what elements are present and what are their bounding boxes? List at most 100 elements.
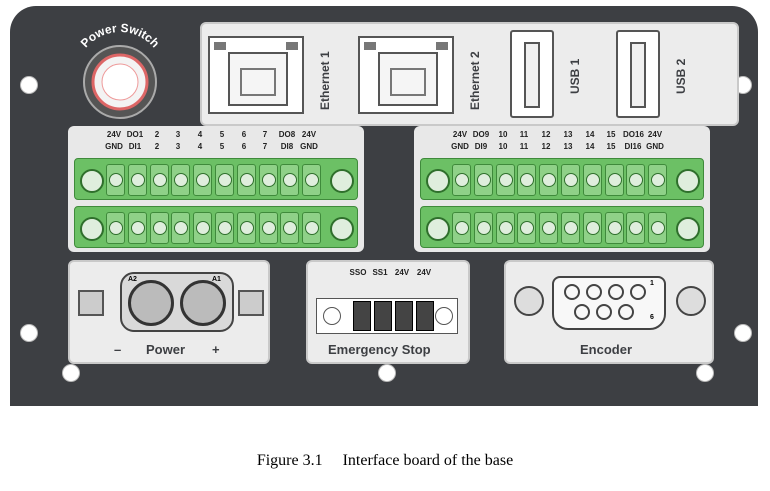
terminal-slot[interactable]	[236, 212, 256, 244]
block-screw	[676, 169, 700, 193]
power-connector[interactable]: A2 A1	[120, 272, 234, 332]
terminal-slot[interactable]	[473, 212, 493, 244]
terminal-screw	[261, 173, 276, 187]
terminal-slot[interactable]	[280, 164, 300, 196]
terminal-slot[interactable]	[604, 212, 624, 244]
terminal-screw	[239, 221, 254, 235]
mount-hole	[734, 324, 752, 342]
pin-label: 24V	[647, 130, 663, 139]
terminal-screw	[607, 221, 622, 235]
terminal-slot[interactable]	[149, 164, 169, 196]
ethernet1-label: Ethernet 1	[318, 51, 332, 110]
power-switch[interactable]: Power Switch	[60, 14, 180, 124]
terminal-slot[interactable]	[582, 164, 602, 196]
pin-label: 14	[585, 142, 595, 151]
terminal-screw	[174, 221, 189, 235]
terminal-slot[interactable]	[280, 212, 300, 244]
terminal-slot[interactable]	[258, 212, 278, 244]
terminal-slot[interactable]	[582, 212, 602, 244]
terminal-slot[interactable]	[149, 212, 169, 244]
encoder-connector[interactable]: 1 6	[552, 276, 666, 330]
terminal-screw	[196, 173, 211, 187]
terminal-slot[interactable]	[626, 164, 646, 196]
pin-label: 10	[498, 130, 508, 139]
terminal-slot[interactable]	[517, 164, 537, 196]
terminal-screw	[152, 173, 167, 187]
usb1-port[interactable]	[510, 30, 554, 118]
terminal-slot[interactable]	[495, 164, 515, 196]
terminal-slot[interactable]	[236, 164, 256, 196]
pin-label: DI8	[280, 142, 294, 151]
terminal-slot[interactable]	[127, 212, 147, 244]
terminal-slot[interactable]	[452, 212, 471, 244]
block-screw	[80, 169, 104, 193]
terminal-screw	[174, 173, 189, 187]
encoder-screw-left	[514, 286, 544, 316]
power-screw-left	[78, 290, 104, 316]
estop-pin-label: 24V	[416, 268, 432, 277]
terminal-slot[interactable]	[473, 164, 493, 196]
mount-hole	[20, 76, 38, 94]
pin-label: 24V	[301, 130, 317, 139]
ethernet2-port[interactable]	[358, 36, 454, 114]
terminal-slot[interactable]	[561, 212, 580, 244]
terminal-screw	[455, 173, 469, 187]
a1-label: A1	[212, 276, 221, 283]
ethernet1-port[interactable]	[208, 36, 304, 114]
terminal-slot[interactable]	[539, 164, 559, 196]
block-screw	[330, 169, 354, 193]
terminal-screw	[476, 173, 491, 187]
terminal-slot[interactable]	[127, 164, 147, 196]
ethernet2-label: Ethernet 2	[468, 51, 482, 110]
mount-hole	[62, 364, 80, 382]
terminal-slot[interactable]	[561, 164, 580, 196]
terminal-slot[interactable]	[517, 212, 537, 244]
pin-label: 4	[197, 130, 203, 139]
usb2-port[interactable]	[616, 30, 660, 118]
terminal-slot[interactable]	[604, 164, 624, 196]
pin-label: 4	[197, 142, 203, 151]
terminal-screw	[651, 173, 666, 187]
pin-label: 6	[241, 142, 247, 151]
terminal-screw	[239, 173, 254, 187]
estop-panel: SSO SS1 24V 24V Emergency Stop	[306, 260, 470, 364]
terminal-slot[interactable]	[539, 212, 559, 244]
terminal-slot[interactable]	[106, 212, 125, 244]
terminal-slot[interactable]	[215, 164, 234, 196]
terminal-screw	[542, 173, 557, 187]
terminal-screw	[629, 221, 644, 235]
terminal-slot[interactable]	[106, 164, 125, 196]
a2-label: A2	[128, 276, 137, 283]
terminal-slot[interactable]	[302, 212, 322, 244]
block-screw	[330, 217, 354, 241]
pin-label: DO9	[472, 130, 490, 139]
terminal-screw	[585, 221, 600, 235]
pin-label: 3	[175, 142, 181, 151]
terminal-slot[interactable]	[193, 212, 213, 244]
encoder-panel: 1 6 Encoder	[504, 260, 714, 364]
terminal-screw	[283, 173, 298, 187]
terminal-slot[interactable]	[171, 164, 191, 196]
terminal-slot[interactable]	[495, 212, 515, 244]
terminal-slot[interactable]	[648, 164, 668, 196]
estop-connector[interactable]	[316, 298, 458, 334]
terminal-slot[interactable]	[302, 164, 322, 196]
terminal-slot[interactable]	[193, 164, 213, 196]
estop-pin-label: 24V	[394, 268, 410, 277]
terminal-screw	[455, 221, 469, 235]
estop-label: Emergency Stop	[328, 342, 431, 357]
terminal-slot[interactable]	[171, 212, 191, 244]
terminal-slot[interactable]	[258, 164, 278, 196]
pin-label: DI9	[474, 142, 488, 151]
terminal-screw	[109, 173, 123, 187]
terminal-slot[interactable]	[452, 164, 471, 196]
terminal-screw	[152, 221, 167, 235]
terminal-slot[interactable]	[626, 212, 646, 244]
terminal-screw	[130, 173, 145, 187]
terminal-slot[interactable]	[215, 212, 234, 244]
encoder-pin1-label: 1	[650, 280, 654, 287]
block-screw	[676, 217, 700, 241]
pin-label: 14	[585, 130, 595, 139]
terminal-slot[interactable]	[648, 212, 668, 244]
pin-label: 11	[519, 142, 529, 151]
